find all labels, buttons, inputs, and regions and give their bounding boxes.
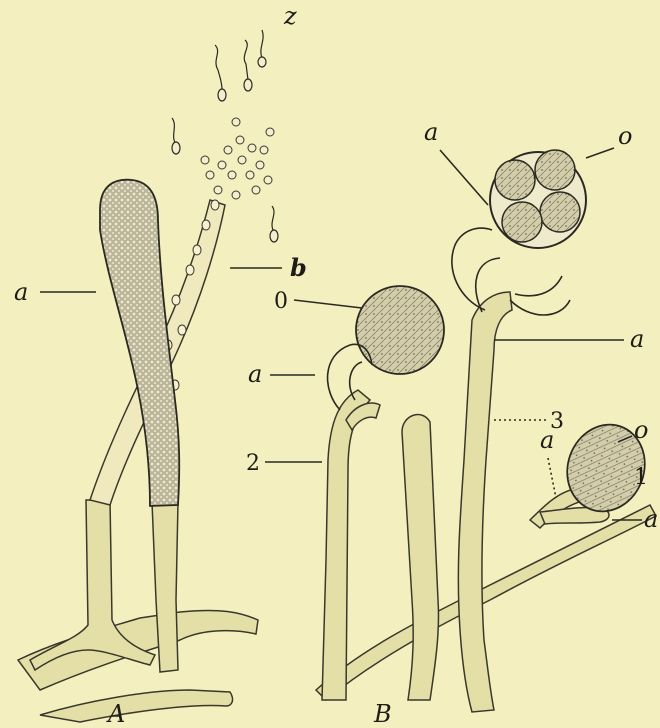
part-b	[316, 150, 657, 712]
label-a-bottom-right: a	[644, 505, 658, 533]
caption-B: B	[373, 700, 392, 728]
label-o-right: o	[634, 416, 648, 444]
released-zoospores	[201, 118, 274, 199]
label-a-right-mid: a	[630, 325, 644, 353]
lower-branch-a	[40, 690, 233, 722]
label-o-top: o	[618, 122, 632, 150]
label-b: b	[290, 253, 307, 282]
flagellate-zoospores	[172, 30, 278, 242]
part-a	[18, 30, 278, 722]
label-a-sporangium: a	[14, 278, 28, 306]
label-a-small: a	[540, 426, 554, 454]
label-z: z	[283, 2, 297, 30]
short-hypha-b	[402, 415, 439, 700]
oogonium-0	[356, 286, 444, 374]
label-1: 1	[634, 465, 648, 490]
label-a-left: a	[248, 360, 262, 388]
stalk-3	[458, 292, 512, 712]
label-a-top: a	[424, 118, 438, 146]
label-0-left: 0	[274, 289, 288, 314]
label-2: 2	[246, 451, 260, 476]
caption-A: A	[106, 700, 125, 728]
